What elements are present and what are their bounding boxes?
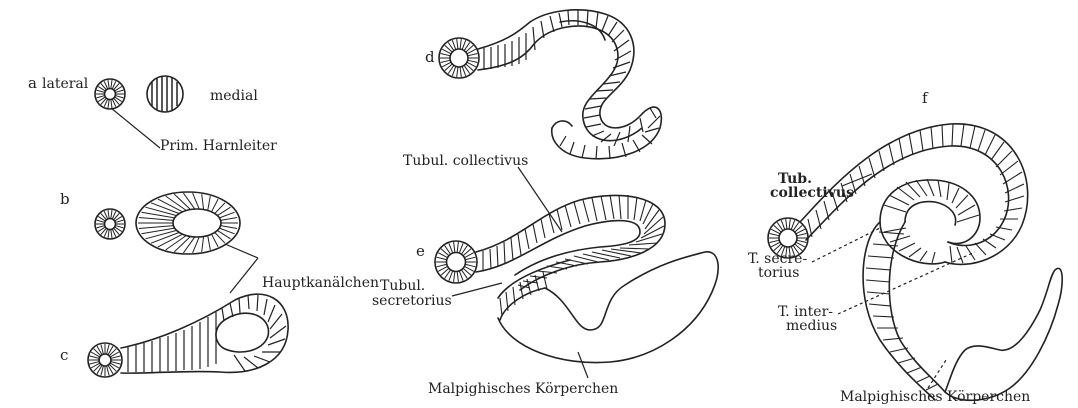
panel-letter-a: a [28,74,37,92]
leader-t-secretorius [812,228,880,262]
label-tubul-secretorius-1: Tubul. [380,278,425,294]
panel-b: b [60,190,240,254]
label-hauptkanalchen: Hauptkanälchen [262,275,379,291]
panel-letter-b: b [60,190,70,208]
panel-b-ureter-section [95,209,125,239]
panel-letter-f: f [922,89,929,107]
panel-d: d [425,10,661,159]
panel-a: a lateral medial Prim. Harnleiter [28,74,277,154]
medial-cross-section [147,76,183,112]
panel-d-tubule [439,10,661,159]
label-t-secretorius-2: torius [758,265,799,281]
label-tubul-collectivus: Tubul. collectivus [403,153,528,169]
label-lateral: lateral [42,76,89,92]
label-t-intermedius-2: medius [786,318,837,334]
panel-letter-d: d [425,48,435,66]
label-malpighi-e: Malpighisches Körperchen [428,381,618,397]
label-tub-collectivus-2: collectivus [770,185,854,201]
leader-t-intermedius [838,252,975,314]
leader-malpighi-e [578,352,588,378]
panel-b-main-tubule-section [136,192,240,254]
leader-tubul-collectivus [518,167,562,232]
panel-e-tubule [435,195,718,363]
label-medial: medial [210,88,258,104]
panel-c-ureter-section [88,343,122,377]
primary-ureter-cross-section [95,79,125,109]
leader-hauptkanal-c [230,258,258,293]
label-malpighi-f: Malpighisches Körperchen [840,389,1030,405]
panel-letter-c: c [60,346,68,364]
panel-f: f Tub. collectivus T. secre- torius T. i… [748,89,1062,405]
label-tubul-secretorius-2: secretorius [372,293,452,309]
panel-e: e Tubul. collectivus Tubul. secretorius … [372,153,718,397]
label-prim-harnleiter: Prim. Harnleiter [160,138,277,154]
leader-hauptkanal-b [225,244,258,258]
panel-c: c Hauptkanälchen [60,244,379,377]
panel-c-main-tubule [121,294,288,373]
panel-letter-e: e [416,242,425,260]
leader-prim-harnleiter [111,108,160,148]
leader-tubul-secretorius [452,283,502,296]
